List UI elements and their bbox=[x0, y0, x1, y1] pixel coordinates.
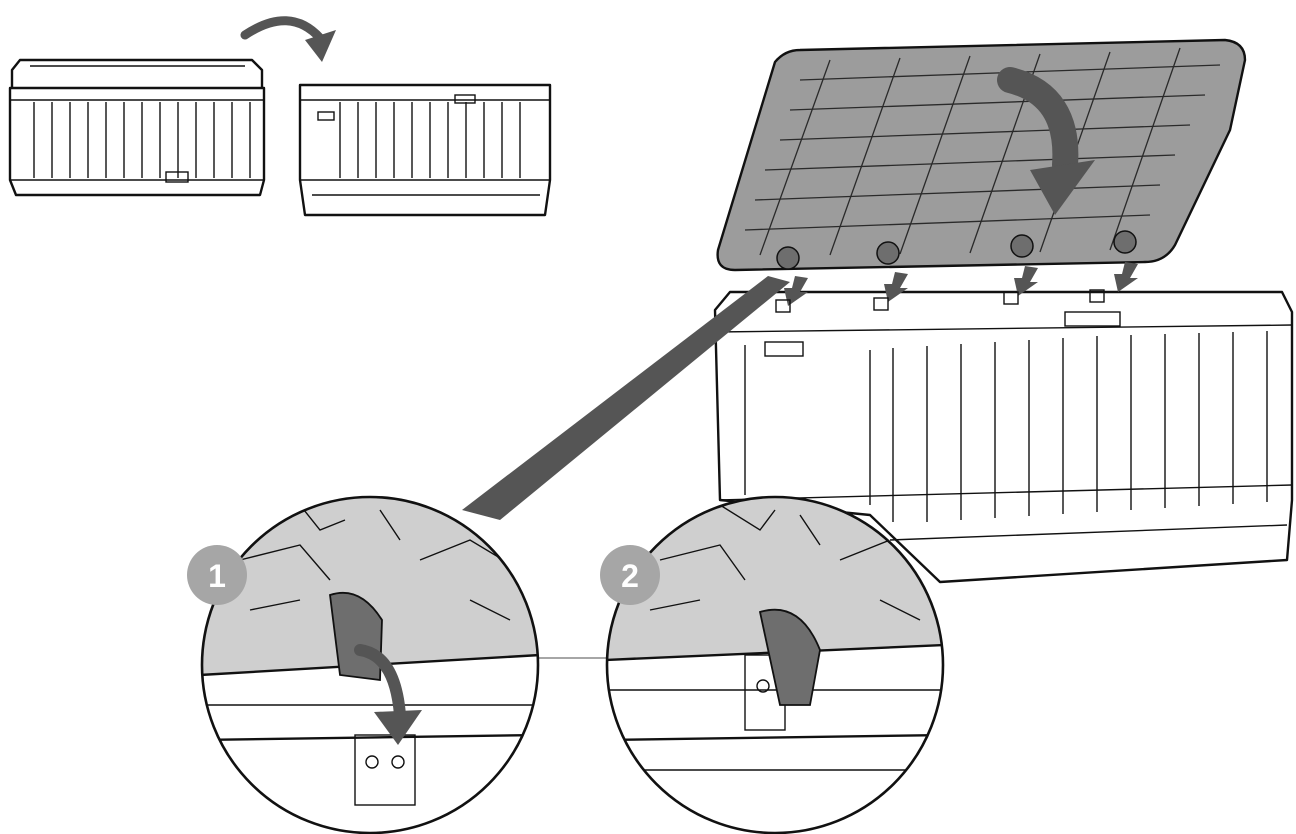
lid-hinges bbox=[776, 230, 1137, 270]
arrow-down-icon bbox=[784, 262, 1138, 306]
detail-circle-step-1 bbox=[200, 495, 540, 834]
zoom-beam bbox=[462, 276, 790, 520]
box-hinge-receivers bbox=[775, 289, 1105, 313]
large-box-body bbox=[713, 290, 1294, 584]
step-badge-1: 1 bbox=[187, 545, 247, 605]
step-badge-2-label: 2 bbox=[621, 558, 639, 594]
small-box-open bbox=[298, 83, 552, 217]
step-badge-2: 2 bbox=[600, 545, 660, 605]
detail-circle-step-2 bbox=[605, 495, 945, 834]
curved-arrow-down-icon bbox=[997, 67, 1095, 215]
step-badge-1-label: 1 bbox=[208, 558, 226, 594]
curved-arrow-icon bbox=[240, 16, 336, 62]
lid-open bbox=[716, 38, 1247, 272]
small-box-closed bbox=[8, 58, 266, 197]
